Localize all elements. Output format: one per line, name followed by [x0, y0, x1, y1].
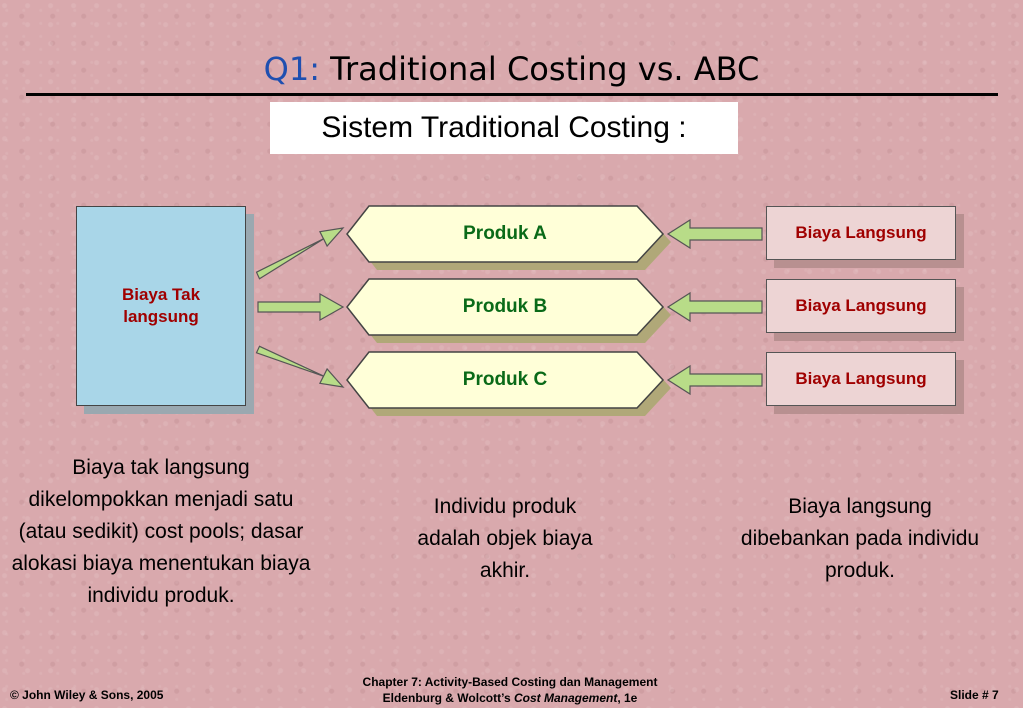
arrow-direct-to-b — [666, 291, 763, 323]
footer-book-line: Eldenburg & Wolcott’s Cost Management, 1… — [300, 690, 720, 706]
product-shape-c — [346, 351, 665, 409]
footer-book-prefix: Eldenburg & Wolcott’s — [382, 691, 514, 705]
arrow-indirect-to-a — [255, 227, 345, 280]
indirect-cost-box: Biaya Tak langsung — [76, 206, 246, 406]
direct-cost-label-a: Biaya Langsung — [795, 223, 927, 242]
title-main: Traditional Costing vs. ABC — [320, 50, 760, 88]
arrow-indirect-to-c — [255, 345, 345, 388]
footer-book-title: Cost Management — [513, 691, 618, 705]
description-products: Individu produk adalah objek biaya akhir… — [417, 495, 593, 582]
arrow-direct-to-a — [666, 218, 763, 250]
description-direct: Biaya langsung dibebankan pada individu … — [740, 495, 980, 582]
arrow-direct-to-c — [666, 364, 763, 396]
product-label-a: Produk A — [463, 223, 547, 244]
direct-cost-box-b: Biaya Langsung — [766, 279, 956, 333]
footer-chapter-line: Chapter 7: Activity-Based Costing dan Ma… — [362, 675, 658, 689]
subtitle-box: Sistem Traditional Costing : — [270, 102, 738, 154]
product-shape-a — [346, 205, 665, 263]
direct-cost-label-b: Biaya Langsung — [795, 296, 927, 315]
footer-slide-number: Slide # 7 — [950, 688, 999, 702]
direct-cost-box-c: Biaya Langsung — [766, 352, 956, 406]
subtitle-text: Sistem Traditional Costing : — [321, 111, 687, 144]
indirect-cost-label: Biaya Tak langsung — [121, 285, 201, 326]
product-label-c: Produk C — [462, 369, 548, 390]
description-indirect: Biaya tak langsung dikelompokkan menjadi… — [11, 456, 311, 607]
arrow-indirect-to-b — [257, 292, 345, 322]
direct-cost-label-c: Biaya Langsung — [795, 369, 927, 388]
title-prefix: Q1: — [263, 50, 320, 88]
slide-title: Q1: Traditional Costing vs. ABC — [0, 46, 1023, 92]
footer-copyright: © John Wiley & Sons, 2005 — [10, 688, 164, 702]
product-label-b: Produk B — [462, 296, 548, 317]
title-divider — [26, 93, 998, 96]
footer-chapter: Chapter 7: Activity-Based Costing dan Ma… — [300, 674, 720, 706]
product-shape-b — [346, 278, 665, 336]
footer-book-suffix: , 1e — [617, 691, 638, 705]
direct-cost-box-a: Biaya Langsung — [766, 206, 956, 260]
